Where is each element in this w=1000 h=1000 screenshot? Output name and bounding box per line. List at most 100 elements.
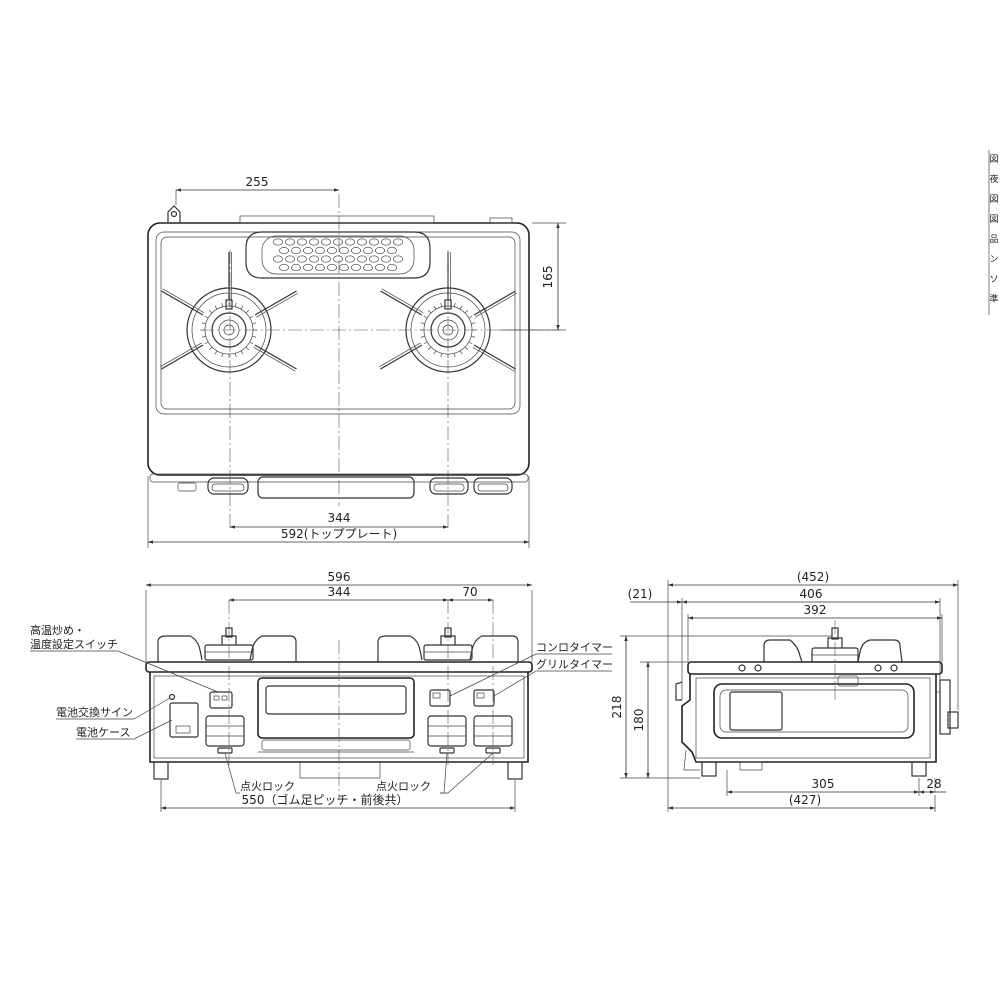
top-knob-left (207, 477, 249, 495)
vent-hole (345, 238, 355, 246)
label-ignition-lock-left: 点火ロック (240, 780, 295, 793)
edge-char: ソ (989, 275, 998, 285)
vent-hole (279, 263, 289, 272)
dim-305: 305 (812, 777, 835, 791)
dim-255: 255 (246, 175, 269, 189)
dim-180: 180 (632, 709, 646, 732)
vent-hole (273, 238, 283, 246)
side-top-plate (687, 661, 943, 675)
corner-hinge (167, 205, 181, 222)
pan-support-arm (161, 344, 204, 370)
side-grill-window (713, 683, 915, 739)
vent-hole (291, 246, 301, 255)
dim-406: 406 (800, 587, 823, 601)
dim-596: 596 (328, 570, 351, 584)
side-foot-front (701, 761, 717, 777)
grill-timer-button (473, 689, 495, 707)
label-grill-timer: グリルタイマー (536, 657, 613, 671)
dim-392: 392 (804, 603, 827, 617)
vent-hole (327, 263, 337, 272)
front-knob-left (205, 715, 245, 747)
vent-hole (321, 238, 331, 246)
pan-support-arm (380, 344, 423, 370)
label-battery-sign: 電池交換サイン (56, 705, 133, 719)
vent-hole (285, 255, 295, 263)
vent-hole (327, 246, 337, 255)
dim-165: 165 (541, 266, 555, 289)
dim-427: (427) (789, 793, 821, 807)
pan-support-arm (254, 344, 297, 370)
front-foot-right (507, 761, 523, 780)
pan-support-arm (161, 290, 204, 316)
vent-hole (273, 255, 283, 263)
dim-592: 592(トッププレート) (281, 527, 397, 541)
battery-case (169, 702, 199, 738)
vent-hole (291, 263, 301, 272)
vent-hole (363, 263, 373, 272)
vent-hole (315, 246, 325, 255)
front-grill-door (257, 677, 415, 739)
top-burner-left (160, 252, 298, 373)
label-temp-switch-line1: 高温炒め・ (30, 623, 85, 637)
vent-hole (351, 246, 361, 255)
grill-exhaust-vent (245, 231, 431, 279)
vent-hole (357, 238, 367, 246)
vent-hole (393, 238, 403, 246)
vent-hole (285, 238, 295, 246)
top-grill-handle (257, 476, 415, 499)
vent-hole (303, 246, 313, 255)
vent-hole (297, 238, 307, 246)
edge-char: 図 (989, 194, 998, 205)
vent-hole (387, 246, 397, 255)
vent-hole (375, 263, 385, 272)
dim-344-front: 344 (328, 585, 351, 599)
vent-hole (369, 238, 379, 246)
front-knob-right (427, 715, 467, 747)
vent-hole (369, 255, 379, 263)
front-foot-left (153, 761, 169, 780)
dim-550: 550（ゴム足ピッチ・前後共） (242, 792, 409, 807)
vent-hole (357, 255, 367, 263)
pan-support-arm (473, 290, 516, 316)
dim-21: (21) (628, 587, 653, 601)
temp-sensor (225, 299, 233, 310)
vent-hole (393, 255, 403, 263)
side-foot-back (911, 761, 927, 777)
vent-hole (321, 255, 331, 263)
top-view: 255 165 344 592(トッププレート) (147, 175, 566, 548)
edge-char: 準 (989, 293, 998, 305)
edge-char: 夜 (989, 173, 998, 185)
edge-char: ン (989, 255, 998, 265)
front-view: 596 344 70 550（ゴム足ピッチ・前後共） 高温炒め・ 温度設定スイッ… (30, 570, 613, 812)
dim-452: (452) (797, 570, 829, 584)
vent-hole (303, 263, 313, 272)
side-body (681, 674, 937, 763)
konro-timer-button (429, 689, 451, 707)
vent-hole (363, 246, 373, 255)
vent-hole (375, 246, 385, 255)
vent-hole (333, 238, 343, 246)
top-knob-grill (473, 477, 513, 495)
label-temp-switch-line2: 温度設定スイッチ (30, 637, 118, 651)
top-knob-right (429, 477, 469, 495)
vent-hole (339, 263, 349, 272)
dim-344-top: 344 (328, 511, 351, 525)
edge-char: 図 (989, 154, 998, 165)
vent-hole (345, 255, 355, 263)
vent-hole (309, 255, 319, 263)
dim-218: 218 (610, 696, 624, 719)
label-battery-case: 電池ケース (76, 726, 130, 739)
label-ignition-lock-right: 点火ロック (376, 780, 431, 793)
pan-support-arm (473, 344, 516, 370)
side-view: (452) (21) 406 392 218 180 305 28 (427 (610, 570, 959, 812)
pan-support-arm (380, 290, 423, 316)
vent-hole (297, 255, 307, 263)
pan-support-arm (254, 290, 297, 316)
vent-hole (315, 263, 325, 272)
vent-hole (339, 246, 349, 255)
side-gas-connector (939, 679, 951, 735)
vent-hole (387, 263, 397, 272)
vent-hole (333, 255, 343, 263)
